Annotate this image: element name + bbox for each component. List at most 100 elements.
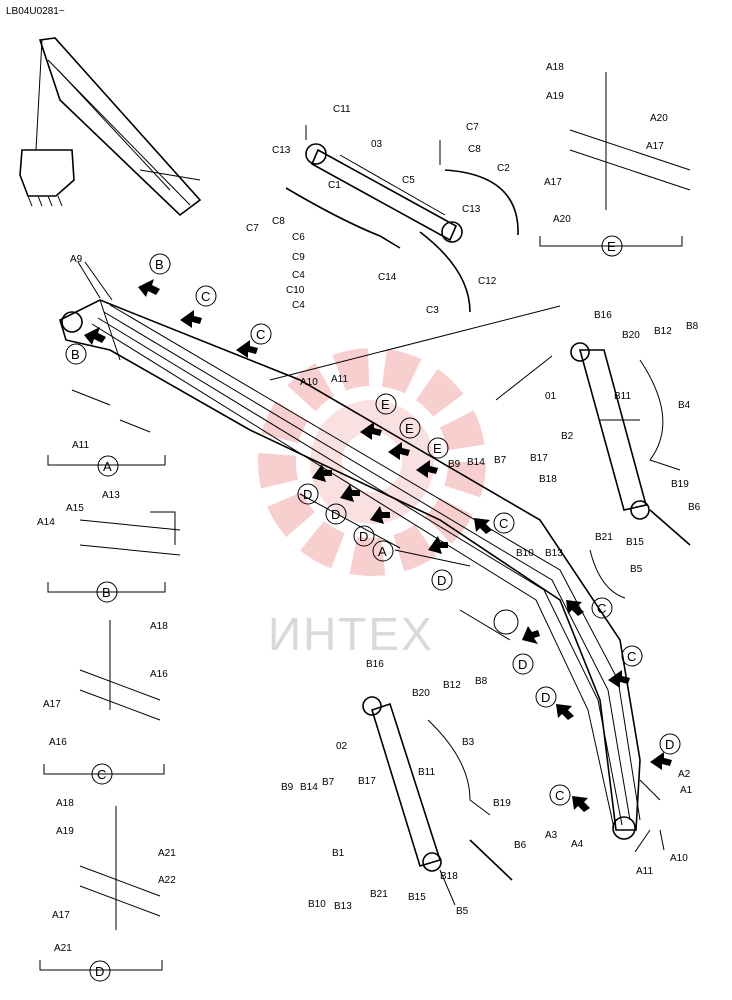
svg-text:B2: B2 [561, 431, 574, 442]
svg-text:B5: B5 [456, 906, 469, 917]
svg-text:A19: A19 [546, 91, 564, 102]
svg-text:A21: A21 [158, 848, 176, 859]
svg-text:B21: B21 [370, 889, 388, 900]
svg-text:B7: B7 [322, 777, 335, 788]
svg-text:C: C [201, 289, 210, 304]
svg-text:D: D [303, 487, 312, 502]
svg-text:B14: B14 [467, 457, 485, 468]
svg-text:D: D [95, 964, 104, 979]
svg-text:B21: B21 [595, 532, 613, 543]
view-a-frame [47, 389, 166, 466]
svg-text:B12: B12 [443, 680, 461, 691]
svg-text:A9: A9 [70, 254, 83, 265]
svg-text:A22: A22 [158, 875, 176, 886]
svg-text:A10: A10 [300, 377, 318, 388]
svg-text:02: 02 [336, 741, 348, 752]
svg-text:A21: A21 [54, 943, 72, 954]
svg-text:D: D [541, 690, 550, 705]
svg-text:A4: A4 [571, 839, 584, 850]
svg-text:A20: A20 [553, 214, 571, 225]
svg-text:B13: B13 [334, 901, 352, 912]
svg-text:A17: A17 [52, 910, 70, 921]
view-marker-letters: B B C C C C C C E E E D D D D D D D A A … [71, 239, 674, 979]
svg-text:A15: A15 [66, 503, 84, 514]
boom-body [59, 299, 641, 840]
watermark-logo [258, 348, 486, 576]
svg-text:C: C [256, 327, 265, 342]
svg-text:C1: C1 [328, 180, 341, 191]
leader-lines [77, 261, 665, 853]
svg-text:03: 03 [371, 139, 383, 150]
svg-text:B14: B14 [300, 782, 318, 793]
svg-text:C9: C9 [292, 252, 305, 263]
svg-text:B3: B3 [462, 737, 475, 748]
svg-text:A18: A18 [546, 62, 564, 73]
svg-text:C13: C13 [272, 145, 291, 156]
svg-text:B11: B11 [418, 767, 435, 778]
svg-text:B4: B4 [678, 400, 691, 411]
svg-text:B6: B6 [688, 502, 701, 513]
svg-text:A13: A13 [102, 490, 120, 501]
view-d-frame [39, 806, 163, 971]
svg-text:D: D [359, 529, 368, 544]
direction-arrows [84, 279, 672, 812]
svg-text:A11: A11 [72, 440, 89, 451]
view-b-frame [47, 511, 181, 593]
svg-text:A: A [378, 544, 387, 559]
svg-text:C4: C4 [292, 270, 305, 281]
svg-text:B9: B9 [448, 459, 461, 470]
arm-cylinder-assembly [285, 125, 519, 313]
svg-text:C8: C8 [272, 216, 285, 227]
cylinder-01 [570, 342, 691, 599]
svg-text:C4: C4 [292, 300, 305, 311]
cylinder-02 [362, 696, 513, 906]
svg-text:B16: B16 [594, 310, 612, 321]
svg-text:B10: B10 [308, 899, 326, 910]
watermark-text: ИНТЕХ [268, 608, 434, 660]
svg-text:B15: B15 [408, 892, 426, 903]
view-e-frame [539, 72, 691, 247]
svg-text:A20: A20 [650, 113, 668, 124]
svg-text:B10: B10 [516, 548, 534, 559]
svg-text:B8: B8 [686, 321, 699, 332]
svg-text:B20: B20 [412, 688, 430, 699]
svg-text:E: E [433, 441, 442, 456]
svg-text:D: D [665, 737, 674, 752]
svg-text:B: B [102, 585, 111, 600]
svg-text:A18: A18 [56, 798, 74, 809]
svg-text:A11: A11 [331, 374, 348, 385]
excavator-thumbnail [19, 37, 202, 217]
svg-text:B12: B12 [654, 326, 672, 337]
svg-text:B19: B19 [493, 798, 511, 809]
svg-text:C: C [627, 649, 636, 664]
svg-text:B7: B7 [494, 455, 507, 466]
svg-text:E: E [607, 239, 616, 254]
svg-text:A3: A3 [545, 830, 558, 841]
svg-text:A17: A17 [43, 699, 61, 710]
svg-text:B11: B11 [614, 391, 631, 402]
drawing-code: LB04U0281~ [6, 6, 65, 17]
view-marker-circles [65, 235, 681, 982]
svg-text:A1: A1 [680, 785, 693, 796]
svg-text:C: C [97, 767, 106, 782]
svg-text:C8: C8 [468, 144, 481, 155]
svg-text:D: D [331, 507, 340, 522]
svg-text:C11: C11 [333, 104, 351, 115]
svg-text:C13: C13 [462, 204, 481, 215]
svg-text:C: C [597, 601, 606, 616]
svg-text:A19: A19 [56, 826, 74, 837]
svg-text:A18: A18 [150, 621, 168, 632]
svg-text:B1: B1 [332, 848, 345, 859]
svg-text:B16: B16 [366, 659, 384, 670]
svg-text:B17: B17 [358, 776, 376, 787]
svg-text:B13: B13 [545, 548, 563, 559]
svg-text:C7: C7 [466, 122, 479, 133]
svg-text:A: A [103, 459, 112, 474]
svg-text:01: 01 [545, 391, 557, 402]
svg-text:C14: C14 [378, 272, 397, 283]
part-labels: C11 C7 C8 C13 03 C5 C2 C1 C13 C7 C8 C6 C… [37, 62, 701, 954]
svg-text:A14: A14 [37, 517, 55, 528]
svg-text:C2: C2 [497, 163, 510, 174]
